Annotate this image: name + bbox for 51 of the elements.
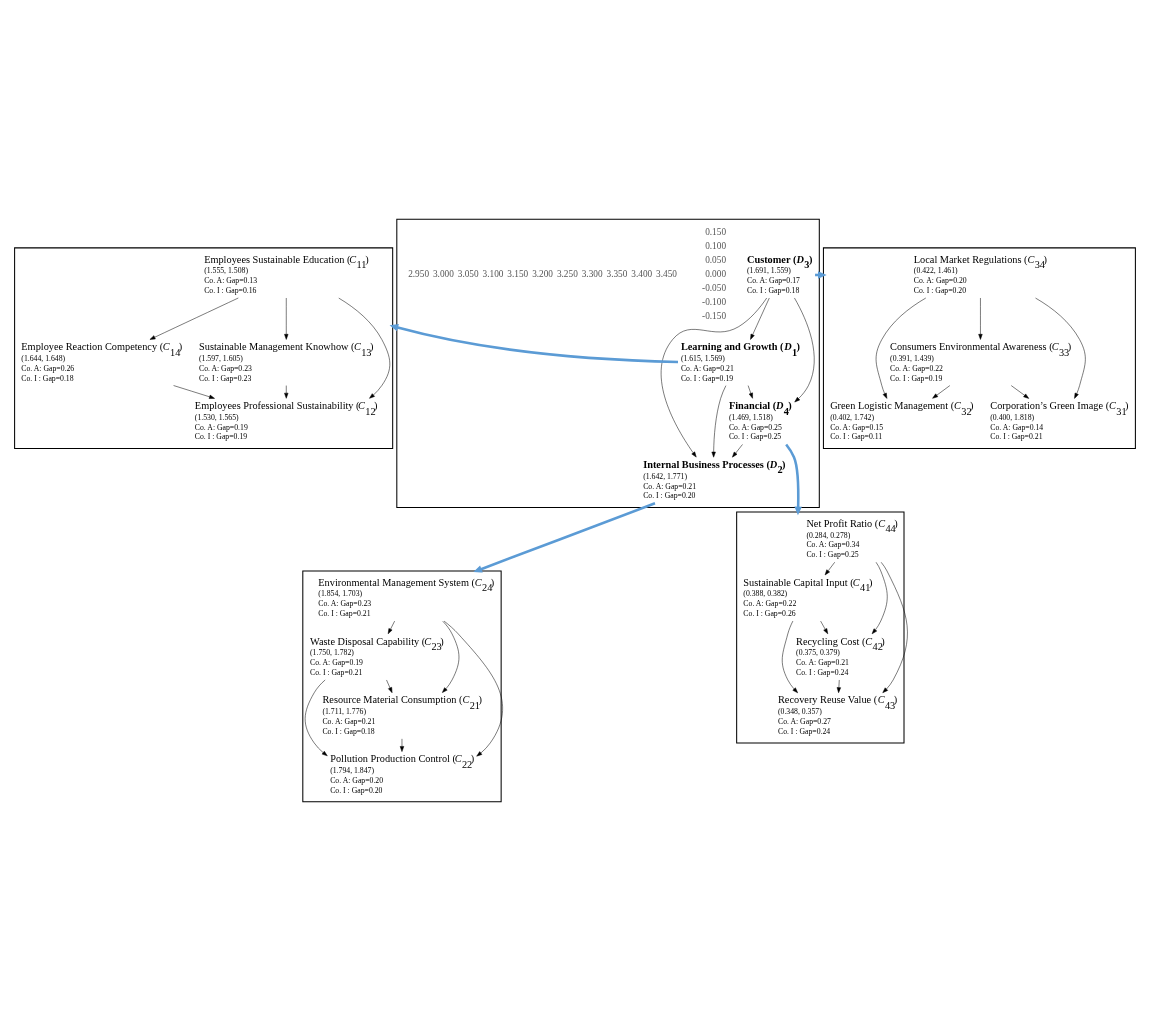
- arrow: [750, 297, 770, 340]
- label: 3.450: [656, 269, 677, 280]
- arrow: [785, 443, 802, 516]
- label: -0.150: [702, 311, 727, 322]
- cluster: [736, 511, 905, 744]
- arrow: [711, 385, 727, 458]
- arrow: [149, 297, 239, 340]
- arrow: [442, 620, 460, 693]
- label: 3.350: [606, 269, 628, 280]
- label: 3.000: [432, 269, 454, 280]
- arrow: [978, 297, 983, 340]
- arrow: [399, 738, 405, 752]
- arrow: [820, 620, 829, 635]
- arrow: [794, 297, 815, 403]
- label: 2.950: [408, 269, 430, 280]
- arrow: [443, 620, 503, 757]
- label: 3.100: [482, 269, 504, 280]
- arrow: [781, 620, 798, 694]
- arrow: [836, 679, 841, 693]
- cluster: [822, 247, 1136, 450]
- arrow: [824, 561, 835, 576]
- arrow: [389, 323, 679, 364]
- arrow: [747, 385, 753, 399]
- label: 3.250: [556, 269, 578, 280]
- arrow: [1010, 385, 1030, 399]
- label: -0.050: [702, 283, 727, 294]
- label: 3.150: [507, 269, 529, 280]
- arrow: [284, 297, 289, 340]
- arrow: [173, 385, 215, 399]
- arrow: [304, 679, 328, 757]
- arrow: [387, 620, 395, 635]
- arrow: [1035, 297, 1086, 399]
- arrow: [284, 385, 289, 399]
- label: 3.050: [457, 269, 479, 280]
- arrow: [386, 679, 393, 693]
- arrow: [338, 297, 391, 399]
- arrow: [880, 562, 908, 693]
- arrow: [871, 562, 888, 635]
- arrow: [660, 297, 767, 458]
- label: 3.200: [532, 269, 554, 280]
- arrow: [932, 385, 951, 399]
- label: 0.050: [705, 255, 727, 266]
- label: 3.300: [581, 269, 603, 280]
- arrow: [473, 502, 656, 573]
- arrow: [875, 297, 927, 399]
- label: 0.000: [705, 269, 727, 280]
- label: 3.400: [631, 269, 653, 280]
- label: -0.100: [702, 297, 727, 308]
- arrow: [732, 444, 743, 458]
- label: 0.150: [705, 227, 727, 238]
- label: 0.100: [705, 241, 727, 252]
